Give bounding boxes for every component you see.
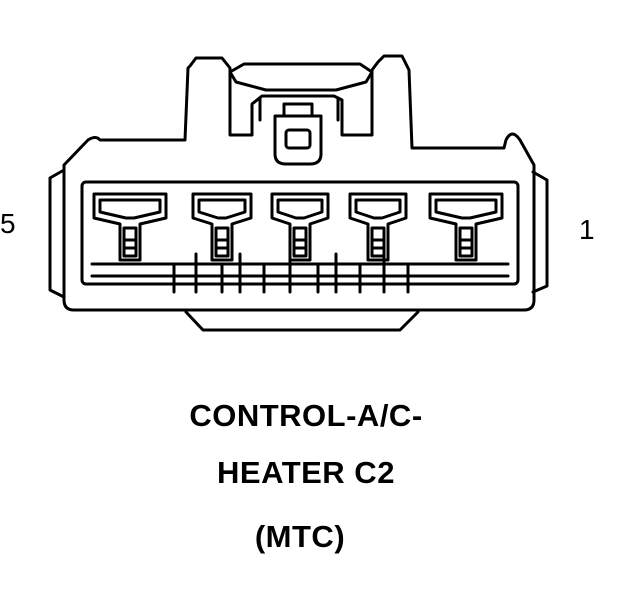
- connector-variant-label: (MTC): [254, 519, 346, 554]
- connector-bottom-tab: [186, 312, 418, 330]
- connector-right-ear: [533, 172, 547, 292]
- connector-lock-tab: [275, 116, 321, 164]
- connector-face: [82, 182, 518, 284]
- pin-1-label: 1: [579, 214, 595, 245]
- pin-cavity: [94, 194, 166, 260]
- pin-5-label: 5: [0, 208, 16, 239]
- connector-latch-inner: [260, 98, 338, 120]
- connector-housing: [64, 56, 534, 310]
- connector-left-ear: [50, 170, 64, 297]
- connector-title-line-2: HEATER C2: [217, 455, 395, 490]
- pin-cavity: [193, 194, 251, 260]
- connector-lock-slot: [284, 104, 312, 116]
- connector-title-line-1: CONTROL-A/C-: [189, 398, 423, 433]
- pin-cavity: [272, 194, 328, 260]
- connector-lock-window: [286, 130, 310, 148]
- connector-key-bar: [92, 264, 508, 276]
- connector-key-ribs: [174, 254, 408, 292]
- connector-latch: [230, 64, 372, 90]
- pin-cavity: [430, 194, 502, 260]
- pin-cavity: [350, 194, 406, 260]
